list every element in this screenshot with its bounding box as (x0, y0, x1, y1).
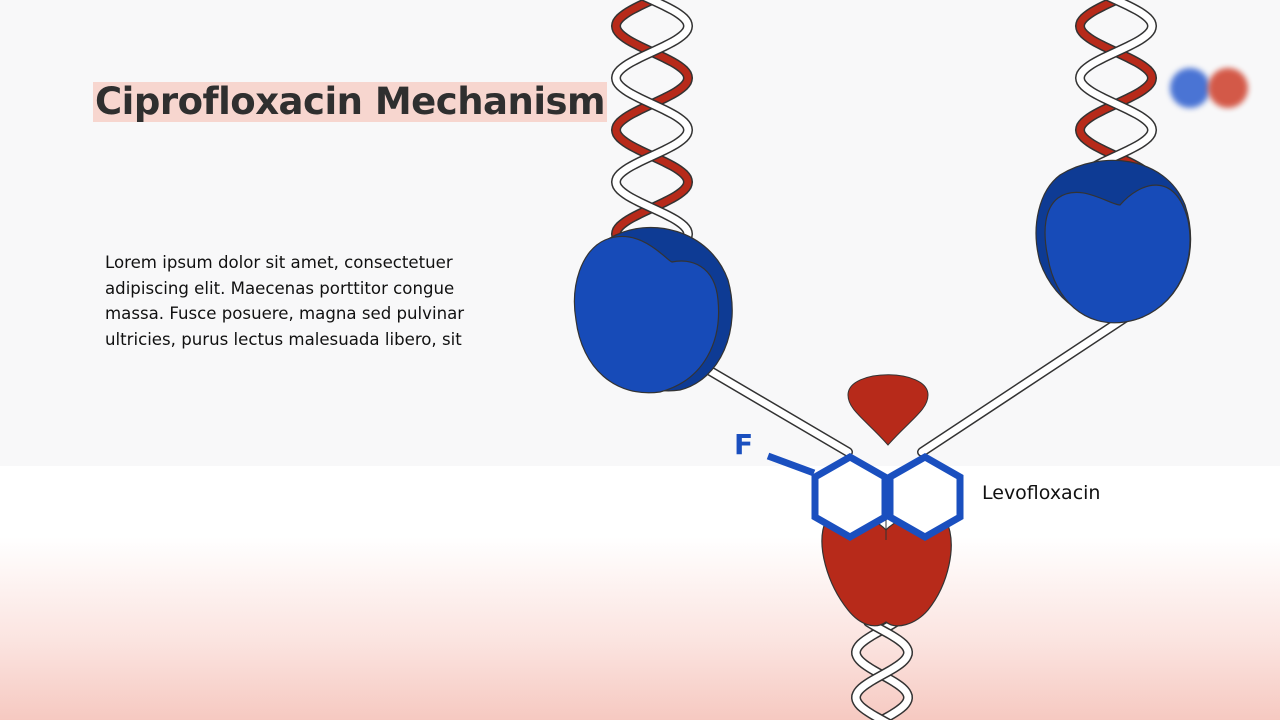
dna-helix-left (610, 0, 694, 267)
cleavage-wedge (847, 374, 929, 446)
dna-helix-bottom (850, 617, 914, 720)
dna-strand (612, 0, 692, 266)
slide-title: Ciprofloxacin Mechanism (93, 80, 608, 123)
dna-strand (852, 618, 912, 720)
topoisomerase-subunit-right (1035, 159, 1192, 324)
drug-label: Levofloxacin (982, 482, 1101, 504)
dna-helix-right (1074, 0, 1158, 197)
dna-strand (1076, 0, 1156, 196)
blue-dot-icon (1170, 68, 1210, 108)
dna-strand-red (612, 0, 692, 266)
levofloxacin-structure (766, 452, 964, 542)
topoisomerase-subunit-left (573, 226, 733, 394)
decorative-dots (1168, 66, 1252, 110)
red-dot-icon (1208, 68, 1248, 108)
fluorine-label: F (734, 428, 754, 461)
body-paragraph: Lorem ipsum dolor sit amet, consectetuer… (105, 253, 465, 349)
background-bottom-gradient (0, 466, 1280, 720)
dna-arm-left (695, 360, 853, 457)
